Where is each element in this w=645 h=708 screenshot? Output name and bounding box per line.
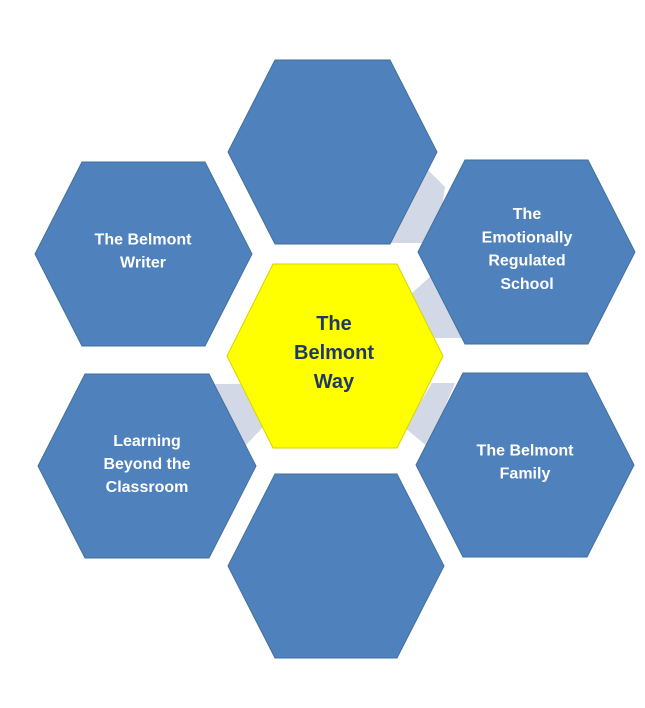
connector-center-to-lower-right [405,383,455,447]
hex-label-line: School [500,276,553,293]
hex-label-line: Way [314,371,355,393]
hex-label-line: The [513,206,542,223]
hex-label-line: Emotionally [482,230,573,247]
hex-label-line: Belmont [294,342,374,364]
hex-label-line: Writer [120,255,166,272]
hex-label-line: Classroom [106,479,189,496]
hex-label-line: The Belmont [95,232,193,249]
hex-label-line: The Belmont [477,443,575,460]
hex-top [227,59,438,245]
hex-label-line: Beyond the [103,456,190,473]
connector-top-to-upper-right [390,167,445,243]
hex-label-line: Regulated [488,253,565,270]
hex-label-line: Family [500,466,551,483]
hex-label-line: Learning [113,433,181,450]
hex-label-line: The [316,313,352,335]
hex-bottom [227,473,445,659]
